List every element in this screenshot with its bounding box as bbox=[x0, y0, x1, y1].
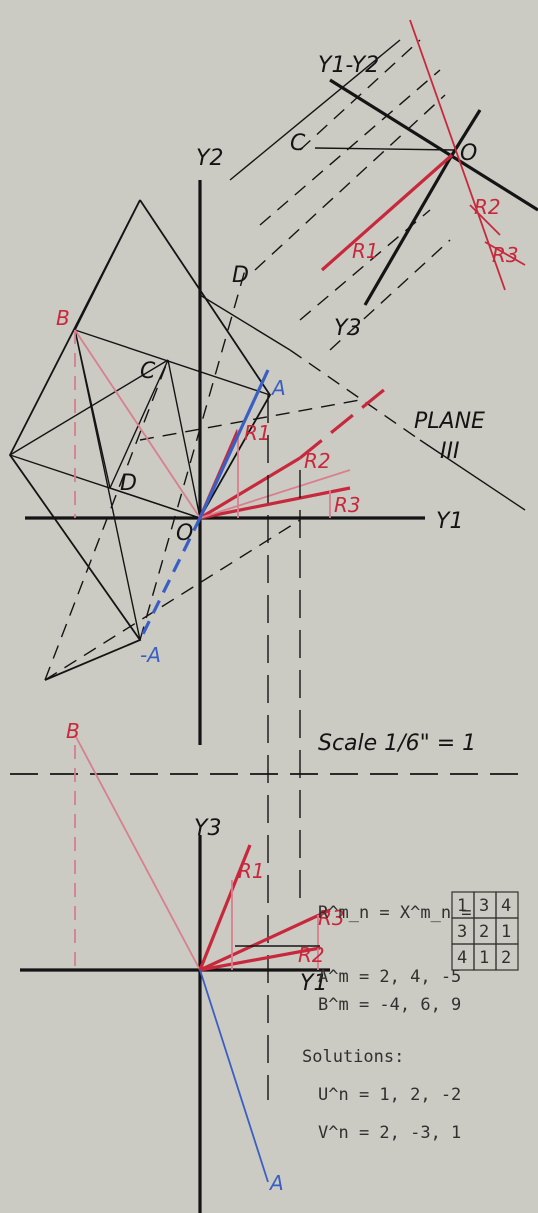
r2-lower-label: R2 bbox=[298, 943, 325, 967]
r3-aux-tick bbox=[484, 241, 526, 266]
matrix-value: 4 bbox=[501, 896, 511, 916]
r2-aux-tick bbox=[469, 204, 501, 236]
a-label: A bbox=[270, 376, 286, 400]
y3-axis-short-line bbox=[450, 109, 482, 156]
r3-lower-vector bbox=[199, 908, 331, 972]
matrix-value: 2 bbox=[479, 922, 489, 942]
y1-y2-label: Y1-Y2 bbox=[318, 53, 379, 78]
r1-label: R1 bbox=[244, 421, 271, 445]
equation-v: V^n = 2, -3, 1 bbox=[318, 1123, 461, 1143]
matrix-value: 2 bbox=[501, 948, 511, 968]
y3-axis-upper-line bbox=[363, 154, 454, 306]
neg-a-label: -A bbox=[140, 643, 161, 667]
origin-label: O bbox=[176, 521, 193, 546]
r1-lower-label: R1 bbox=[238, 859, 265, 883]
origin-aux-label: O bbox=[460, 141, 477, 166]
r2-lower-vector bbox=[199, 946, 321, 972]
a-vector bbox=[198, 369, 270, 519]
matrix-label: R^m_n = X^m_n = bbox=[318, 903, 472, 923]
y3-upper-label: Y3 bbox=[334, 316, 361, 341]
r1-lower-vector bbox=[198, 844, 252, 971]
b-label: B bbox=[56, 306, 70, 330]
equation-a: A^m = 2, 4, -5 bbox=[318, 967, 461, 987]
solutions-label: Solutions: bbox=[302, 1047, 404, 1067]
scale-label: Scale 1/6" = 1 bbox=[318, 731, 476, 756]
r3-aux-label: R3 bbox=[492, 243, 519, 267]
matrix-value: 1 bbox=[501, 922, 511, 942]
d-label: D bbox=[120, 471, 137, 496]
y1-y2-axis-line bbox=[329, 78, 538, 212]
lower-view bbox=[20, 734, 331, 1213]
equation-b: B^m = -4, 6, 9 bbox=[318, 995, 461, 1015]
plane-number-label: III bbox=[440, 439, 459, 464]
b-lower-label: B bbox=[66, 719, 80, 743]
r2-aux-label: R2 bbox=[474, 195, 501, 219]
y2-label: Y2 bbox=[196, 146, 223, 171]
matrix-value: 3 bbox=[457, 922, 467, 942]
matrix-value: 1 bbox=[479, 948, 489, 968]
y3-label: Y3 bbox=[194, 816, 221, 841]
c-label: C bbox=[140, 359, 156, 384]
a-lower-label: A bbox=[268, 1171, 284, 1195]
y1-lower-label: Y1 bbox=[300, 971, 327, 996]
r1-aux-line bbox=[320, 153, 454, 272]
r3-label: R3 bbox=[334, 493, 361, 517]
matrix-value: 3 bbox=[479, 896, 489, 916]
r3-lower-label: R3 bbox=[318, 906, 345, 930]
plane-label: PLANE bbox=[414, 409, 485, 434]
r2-vector bbox=[199, 456, 301, 520]
matrix-value: 4 bbox=[457, 948, 467, 968]
auxiliary-view bbox=[229, 19, 538, 351]
c-aux-label: C bbox=[290, 131, 306, 156]
r3-vector bbox=[199, 486, 351, 520]
r1-aux-label: R1 bbox=[352, 239, 379, 263]
d-aux-label: D bbox=[232, 263, 249, 288]
matrix-value: 1 bbox=[457, 896, 467, 916]
y1-label: Y1 bbox=[436, 509, 463, 534]
upper-view bbox=[8, 180, 526, 1100]
equation-u: U^n = 1, 2, -2 bbox=[318, 1085, 461, 1105]
matrix-cell bbox=[495, 943, 519, 971]
red-axis-line bbox=[409, 19, 506, 291]
r2-label: R2 bbox=[304, 449, 331, 473]
